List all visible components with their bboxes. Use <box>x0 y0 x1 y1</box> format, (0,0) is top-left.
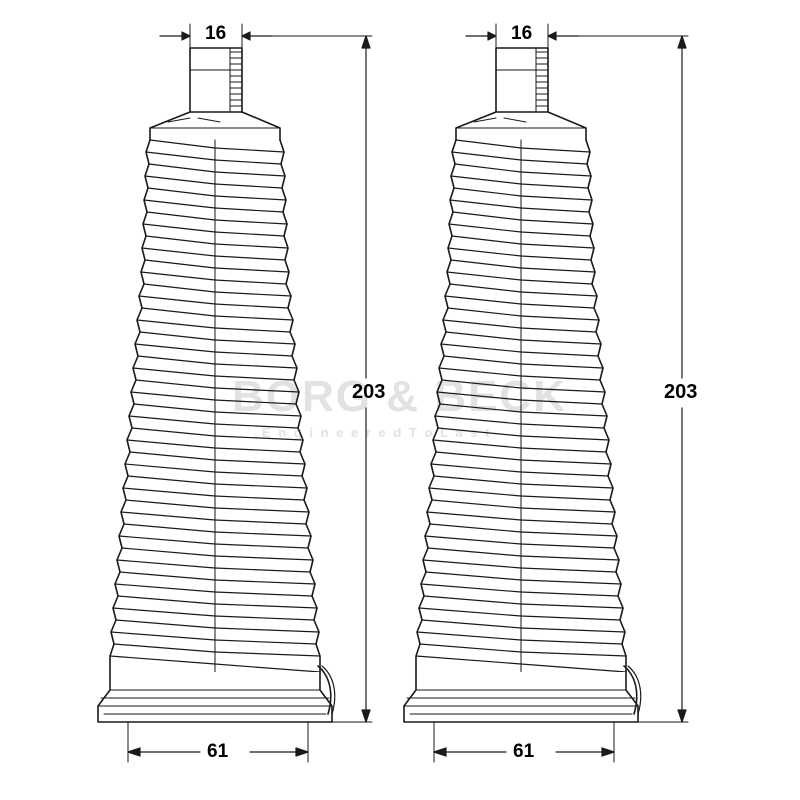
dimension-label-height-right: 203 <box>664 381 698 403</box>
watermark-sub: E n g i n e e r e d T o L a s t <box>262 425 492 440</box>
dimension-label-top-width-left: 16 <box>205 23 227 44</box>
boot-right-geometry <box>403 47 642 723</box>
dimension-lines <box>127 23 689 763</box>
dimension-label-bottom-width-left: 61 <box>207 741 229 762</box>
dimension-label-height-left: 203 <box>352 381 386 403</box>
dimension-label-bottom-width-right: 61 <box>513 741 535 762</box>
dimension-label-top-width-right: 16 <box>511 23 533 44</box>
boot-left-geometry <box>97 47 336 723</box>
